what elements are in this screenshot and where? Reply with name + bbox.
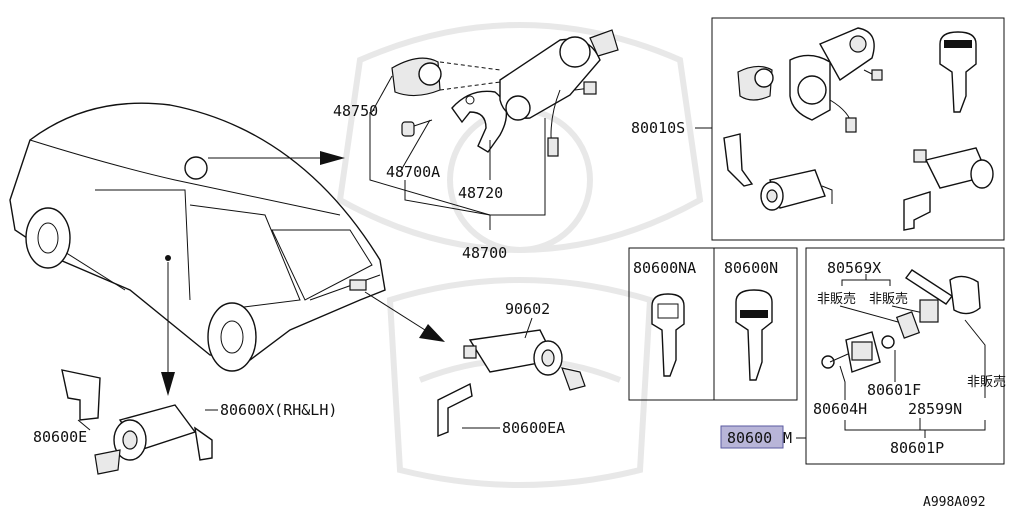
label-80600na: 80600NA — [633, 259, 696, 277]
kit-80010s-parts — [723, 27, 994, 231]
steering-lock-parts — [391, 29, 619, 157]
key-box — [628, 247, 798, 401]
label-80569x: 80569X — [827, 259, 881, 277]
label-48700a: 48700A — [386, 163, 440, 181]
label-not-sold-3: 非販売 — [967, 374, 1006, 390]
watermark-logo — [336, 22, 704, 488]
label-80601f: 80601F — [867, 381, 921, 399]
car-illustration — [9, 102, 386, 372]
label-48750: 48750 — [333, 102, 378, 120]
label-not-sold-2: 非販売 — [869, 291, 908, 307]
label-not-sold-1: 非販売 — [817, 291, 856, 307]
label-80600n: 80600N — [724, 259, 778, 277]
label-80604h: 80604H — [813, 400, 867, 418]
label-80600x: 80600X(RH&LH) — [220, 401, 337, 419]
label-80010s: 80010S — [631, 119, 685, 137]
steering-leader-lines — [369, 75, 546, 230]
label-80600e: 80600E — [33, 428, 87, 446]
label-90602: 90602 — [505, 300, 550, 318]
keyset-box-80601p — [805, 247, 1005, 465]
label-48720: 48720 — [458, 184, 503, 202]
label-80600m-suffix: M — [783, 429, 792, 447]
key-80600n-nissan — [735, 289, 773, 381]
highlight-80600m[interactable] — [720, 425, 784, 449]
callout-arrows — [161, 151, 445, 396]
label-48700: 48700 — [462, 244, 507, 262]
label-80600ea: 80600EA — [502, 419, 565, 437]
label-28599n: 28599N — [908, 400, 962, 418]
key-blank-80600na — [651, 293, 685, 377]
door-cylinder-lh-rh — [61, 369, 218, 475]
keyset-parts — [821, 269, 986, 400]
kit-box-80010s — [711, 17, 1005, 241]
label-80601p: 80601P — [890, 439, 944, 457]
label-80600m[interactable]: 80600 — [727, 429, 772, 447]
back-door-cylinder — [437, 317, 586, 438]
diagram-code: A998A092 — [923, 495, 986, 510]
